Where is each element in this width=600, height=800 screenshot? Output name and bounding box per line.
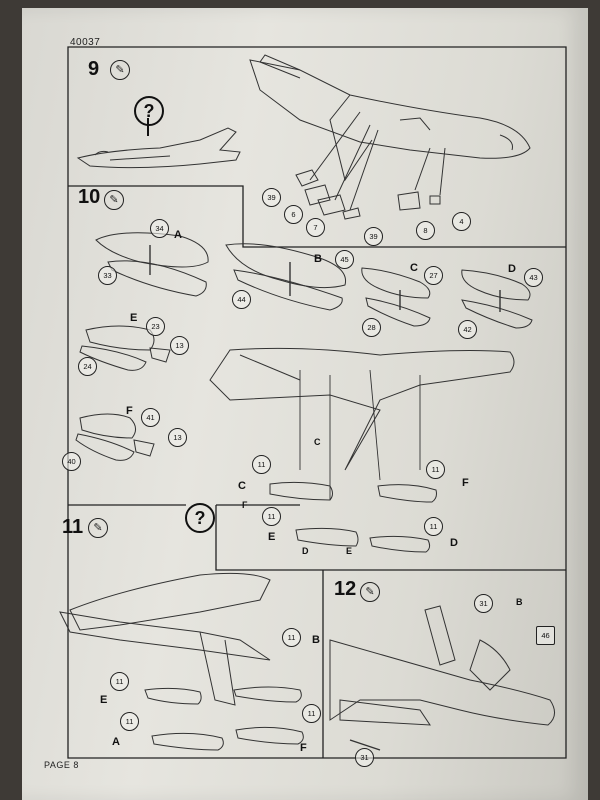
outer-border — [67, 46, 567, 759]
part-number: 33 — [98, 266, 117, 285]
step9-parts-drawings — [295, 169, 441, 220]
part-number: 11 — [262, 507, 281, 526]
part-number: 41 — [141, 408, 160, 427]
callout-letter: D — [302, 546, 309, 556]
step10-stores — [75, 232, 533, 553]
instruction-sheet — [22, 8, 588, 800]
step-11-number: 11 — [62, 516, 84, 538]
part-number: 43 — [524, 268, 543, 287]
part-number: 39 — [262, 188, 281, 207]
part-number: 28 — [362, 318, 381, 337]
divider-10-12 — [215, 505, 566, 571]
part-number: 11 — [302, 704, 321, 723]
store-label-a: A — [174, 229, 182, 241]
callout-letter: B — [312, 634, 320, 646]
glue-tube-icon: ✎ — [110, 60, 130, 80]
part-number: 11 — [252, 455, 271, 474]
glue-tube-icon: ✎ — [360, 582, 380, 602]
part-number: 27 — [424, 266, 443, 285]
store-label-d: D — [508, 263, 516, 275]
document-code: 40037 — [70, 37, 101, 48]
store-label-e: E — [130, 312, 138, 324]
part-number: 8 — [416, 221, 435, 240]
callout-letter: D — [450, 537, 458, 549]
callout-letter: F — [462, 477, 469, 489]
callout-letter: C — [314, 437, 321, 447]
step9-aircraft-sideview — [76, 127, 241, 169]
callout-letter: E — [268, 531, 276, 543]
step-9-number: 9 — [88, 58, 100, 80]
part-number: 31 — [474, 594, 493, 613]
part-number: 24 — [78, 357, 97, 376]
callout-letter: F — [300, 742, 307, 754]
step11-aircraft — [59, 572, 304, 751]
part-number: 40 — [62, 452, 81, 471]
store-label-f: F — [126, 405, 133, 417]
step-10-number: 10 — [78, 186, 101, 208]
question-mark-icon: ? — [185, 503, 215, 533]
glue-tube-icon: ✎ — [88, 518, 108, 538]
callout-letter: A — [112, 736, 120, 748]
page-number: PAGE 8 — [44, 760, 79, 770]
step-12-number: 12 — [334, 578, 357, 600]
part-number: 31 — [355, 748, 374, 767]
callout-letter: B — [516, 597, 523, 607]
part-number: 11 — [110, 672, 129, 691]
part-number: 7 — [306, 218, 325, 237]
part-number: 34 — [150, 219, 169, 238]
callout-letter: F — [242, 500, 248, 510]
part-number: 44 — [232, 290, 251, 309]
step12-aircraft — [329, 605, 555, 751]
part-number: 11 — [426, 460, 445, 479]
part-number: 11 — [424, 517, 443, 536]
part-number: 6 — [284, 205, 303, 224]
store-label-c: C — [410, 262, 418, 274]
step9-aircraft — [249, 54, 531, 211]
divider-9-10 — [68, 185, 566, 248]
callout-letter: E — [346, 546, 353, 556]
part-number: 13 — [168, 428, 187, 447]
callout-letter: C — [238, 480, 246, 492]
part-number: 13 — [170, 336, 189, 355]
part-number: 45 — [335, 250, 354, 269]
part-number: 11 — [282, 628, 301, 647]
part-number: 46 — [536, 626, 555, 645]
part-number: 11 — [120, 712, 139, 731]
part-number: 4 — [452, 212, 471, 231]
callout-letter: E — [100, 694, 108, 706]
part-number: 42 — [458, 320, 477, 339]
question-mark-icon: ? — [134, 96, 164, 126]
part-number: 23 — [146, 317, 165, 336]
store-label-b: B — [314, 253, 322, 265]
glue-tube-icon: ✎ — [104, 190, 124, 210]
part-number: 39 — [364, 227, 383, 246]
